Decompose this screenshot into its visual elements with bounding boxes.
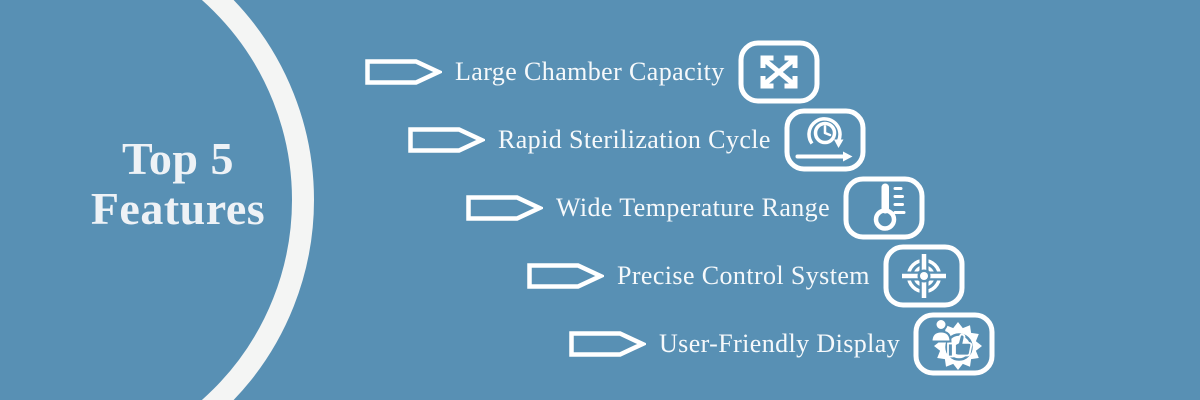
feature-row-2: Rapid Sterilization Cycle: [408, 108, 866, 172]
expand-arrows-icon: [738, 40, 820, 104]
title-line-2: Features: [90, 183, 266, 234]
title-line-1: Top 5: [121, 133, 235, 184]
page-title: Top 5 Features: [48, 134, 308, 234]
feature-label: Wide Temperature Range: [556, 193, 831, 222]
feature-label: Large Chamber Capacity: [455, 57, 725, 86]
feature-row-5: User-Friendly Display: [569, 312, 995, 376]
arrow-pointer-icon: [466, 195, 543, 221]
thermometer-icon: [843, 176, 925, 240]
feature-row-1: Large Chamber Capacity: [365, 40, 820, 104]
sterilization-cycle-icon: [784, 108, 866, 172]
thumbs-up-badge-icon: [913, 312, 995, 376]
arrow-pointer-icon: [527, 263, 604, 289]
arrow-pointer-icon: [365, 59, 442, 85]
feature-row-4: Precise Control System: [527, 244, 965, 308]
arrow-pointer-icon: [569, 331, 646, 357]
feature-row-3: Wide Temperature Range: [466, 176, 925, 240]
feature-label: Rapid Sterilization Cycle: [498, 125, 771, 154]
target-crosshair-icon: [883, 244, 965, 308]
arrow-pointer-icon: [408, 127, 485, 153]
feature-label: Precise Control System: [617, 261, 870, 290]
feature-label: User-Friendly Display: [659, 329, 901, 358]
